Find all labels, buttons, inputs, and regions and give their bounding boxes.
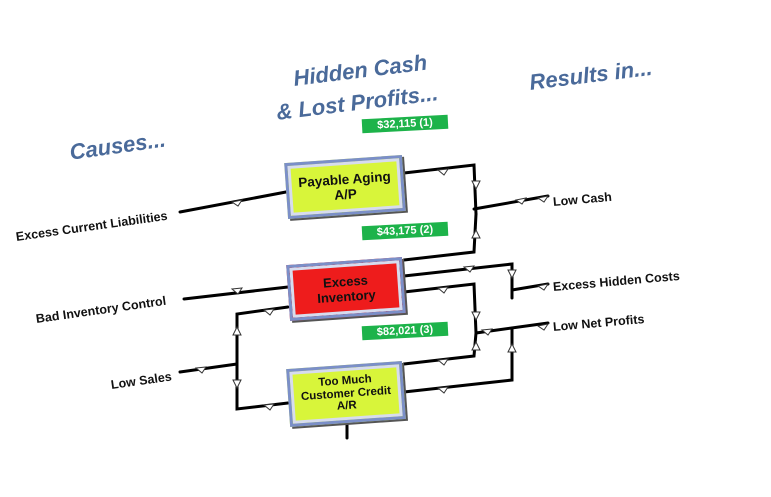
arrow-head (507, 342, 517, 353)
arrow-head (471, 180, 481, 191)
arrow-head (471, 311, 481, 322)
arrow-head (230, 199, 244, 207)
arrow-head (436, 286, 450, 294)
arrow-head (514, 197, 528, 205)
arrow-head (471, 340, 481, 351)
arrow-head (471, 228, 481, 239)
arrow-head (436, 386, 450, 394)
connector-sales-branch-up (235, 305, 290, 366)
arrow-head (480, 328, 494, 336)
connector-sales-branch-down (235, 362, 290, 411)
arrow-head (230, 287, 244, 295)
connector-inventory-right-1 (402, 262, 514, 300)
arrow-head (536, 323, 550, 331)
connector-credit-right-1 (402, 331, 478, 366)
box-excess-inventory: Excess Inventory (286, 257, 406, 321)
box-customer-credit: Too Much Customer Credit A/R (286, 361, 406, 427)
arrow-head (536, 283, 550, 291)
connector-payable-out (402, 163, 478, 216)
connector-low-sales (178, 362, 239, 374)
connector-inventory-control (182, 285, 290, 301)
connector-credit-right-2 (402, 326, 514, 394)
connector-inventory-up (402, 212, 478, 262)
arrow-head (194, 366, 208, 374)
arrow-head (536, 195, 550, 203)
arrow-head (436, 358, 450, 366)
box-payable-aging: Payable Aging A/P (284, 154, 406, 220)
arrow-head (232, 379, 242, 390)
box-inventory-line2: Inventory (316, 286, 377, 307)
connector-to-low-cash (472, 194, 550, 211)
arrow-head (232, 325, 242, 336)
arrow-head (262, 308, 276, 316)
arrow-head (462, 265, 476, 273)
connector-to-net-profits (488, 321, 550, 333)
arrow-head (262, 403, 276, 411)
arrow-head (436, 168, 450, 176)
arrow-head (507, 269, 517, 280)
